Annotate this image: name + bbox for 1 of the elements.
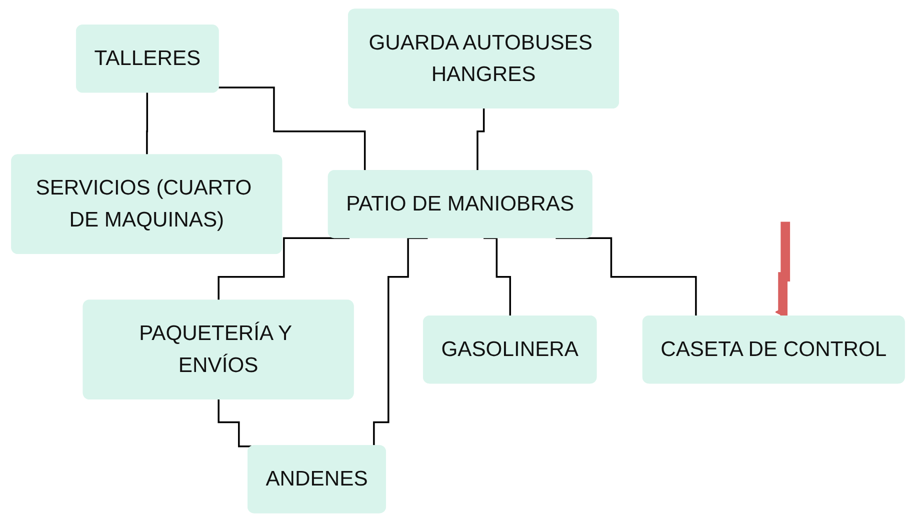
connector bbox=[146, 92, 148, 156]
